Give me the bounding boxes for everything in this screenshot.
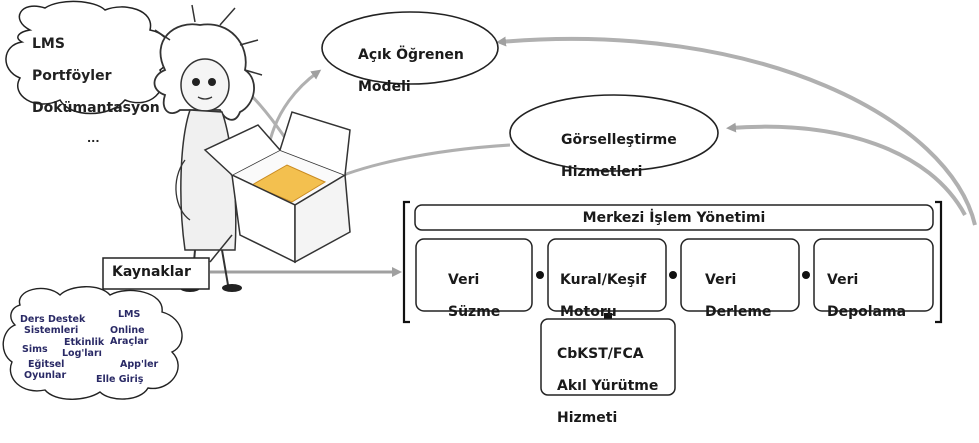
reasoning-line3: Hizmeti bbox=[557, 410, 618, 427]
cloud-item-ders-destek: Ders Destek bbox=[20, 314, 86, 325]
reasoning-service-box[interactable] bbox=[540, 318, 676, 396]
diagram-canvas bbox=[2, 0, 977, 400]
cloud-item-oyunlar: Oyunlar bbox=[24, 370, 67, 381]
reasoning-line1: CbKST/FCA bbox=[557, 346, 644, 363]
cloud-item-loglari: Log'ları bbox=[62, 348, 102, 359]
visualization-services-ellipse[interactable] bbox=[509, 94, 719, 172]
module-kural-kesif-motoru[interactable] bbox=[547, 238, 667, 312]
top-cloud bbox=[5, 0, 171, 115]
module-veri-derleme[interactable] bbox=[680, 238, 800, 312]
module-3-line1: Veri bbox=[705, 272, 737, 289]
module-4-line2: Depolama bbox=[827, 304, 907, 321]
cloud-item-elle-giris: Elle Giriş bbox=[96, 374, 144, 385]
top-cloud-line1: LMS bbox=[32, 36, 65, 53]
open-learner-model-label: Açık Öğrenen Modeli bbox=[358, 31, 464, 111]
architecture-diagram: LMS Portföyler Dokümantasyon ... Açık Öğ… bbox=[2, 0, 977, 426]
central-title: Merkezi İşlem Yönetimi bbox=[582, 210, 766, 226]
feedback-arrow-to-visualization bbox=[726, 122, 967, 216]
connector-dot-3 bbox=[802, 271, 810, 279]
cloud-item-sims: Sims bbox=[22, 344, 48, 355]
module-2-label: Kural/Keşif Motoru bbox=[560, 256, 646, 336]
top-cloud-text: LMS Portföyler Dokümantasyon ... bbox=[32, 20, 160, 161]
visualization-services-line1: Görselleştirme bbox=[561, 132, 677, 149]
module-4-line1: Veri bbox=[827, 272, 859, 289]
module-veri-depolama[interactable] bbox=[813, 238, 934, 312]
sources-box[interactable] bbox=[102, 257, 210, 290]
central-management-frame bbox=[402, 200, 943, 324]
top-cloud-line3: Dokümantasyon bbox=[32, 100, 160, 117]
top-cloud-line2: Portföyler bbox=[32, 68, 112, 85]
open-learner-model-line2: Modeli bbox=[358, 79, 411, 96]
cloud-item-online: Online bbox=[110, 325, 145, 336]
open-package bbox=[203, 111, 351, 264]
open-learner-model-ellipse[interactable] bbox=[321, 11, 499, 85]
cloud-item-araclar: Araçlar bbox=[110, 336, 149, 347]
visualization-services-label: Görselleştirme Hizmetleri bbox=[561, 116, 677, 196]
cloud-item-sistemleri: Sistemleri bbox=[24, 325, 79, 336]
central-title-bar[interactable] bbox=[414, 204, 934, 231]
top-cloud-line4: ... bbox=[87, 131, 100, 145]
reasoning-service-label: CbKST/FCA Akıl Yürütme Hizmeti bbox=[557, 330, 658, 443]
sources-cloud bbox=[2, 286, 183, 400]
module-4-label: Veri Depolama bbox=[827, 256, 906, 336]
connector-dot-2 bbox=[669, 271, 677, 279]
connector-square bbox=[604, 313, 612, 320]
cloud-item-etkinlik: Etkinlik bbox=[64, 337, 105, 348]
sources-label: Kaynaklar bbox=[112, 264, 191, 280]
module-veri-suzme[interactable] bbox=[415, 238, 533, 312]
module-1-line2: Süzme bbox=[448, 304, 501, 321]
module-2-line1: Kural/Keşif bbox=[560, 272, 647, 289]
arrow-visualization-to-package bbox=[316, 143, 511, 187]
cloud-item-lms: LMS bbox=[118, 309, 141, 320]
module-1-label: Veri Süzme bbox=[448, 256, 500, 336]
module-2-line2: Motoru bbox=[560, 304, 617, 321]
connector-dot-1 bbox=[536, 271, 544, 279]
cloud-item-egitsel: Eğitsel bbox=[28, 359, 65, 370]
open-learner-model-line1: Açık Öğrenen bbox=[358, 47, 464, 64]
feedback-arrow-to-open-learner-model bbox=[496, 36, 977, 226]
reasoning-line2: Akıl Yürütme bbox=[557, 378, 659, 395]
module-3-line2: Derleme bbox=[705, 304, 772, 321]
visualization-services-line2: Hizmetleri bbox=[561, 164, 643, 181]
module-1-line1: Veri bbox=[448, 272, 480, 289]
module-3-label: Veri Derleme bbox=[705, 256, 771, 336]
cloud-item-appler: App'ler bbox=[120, 359, 159, 370]
